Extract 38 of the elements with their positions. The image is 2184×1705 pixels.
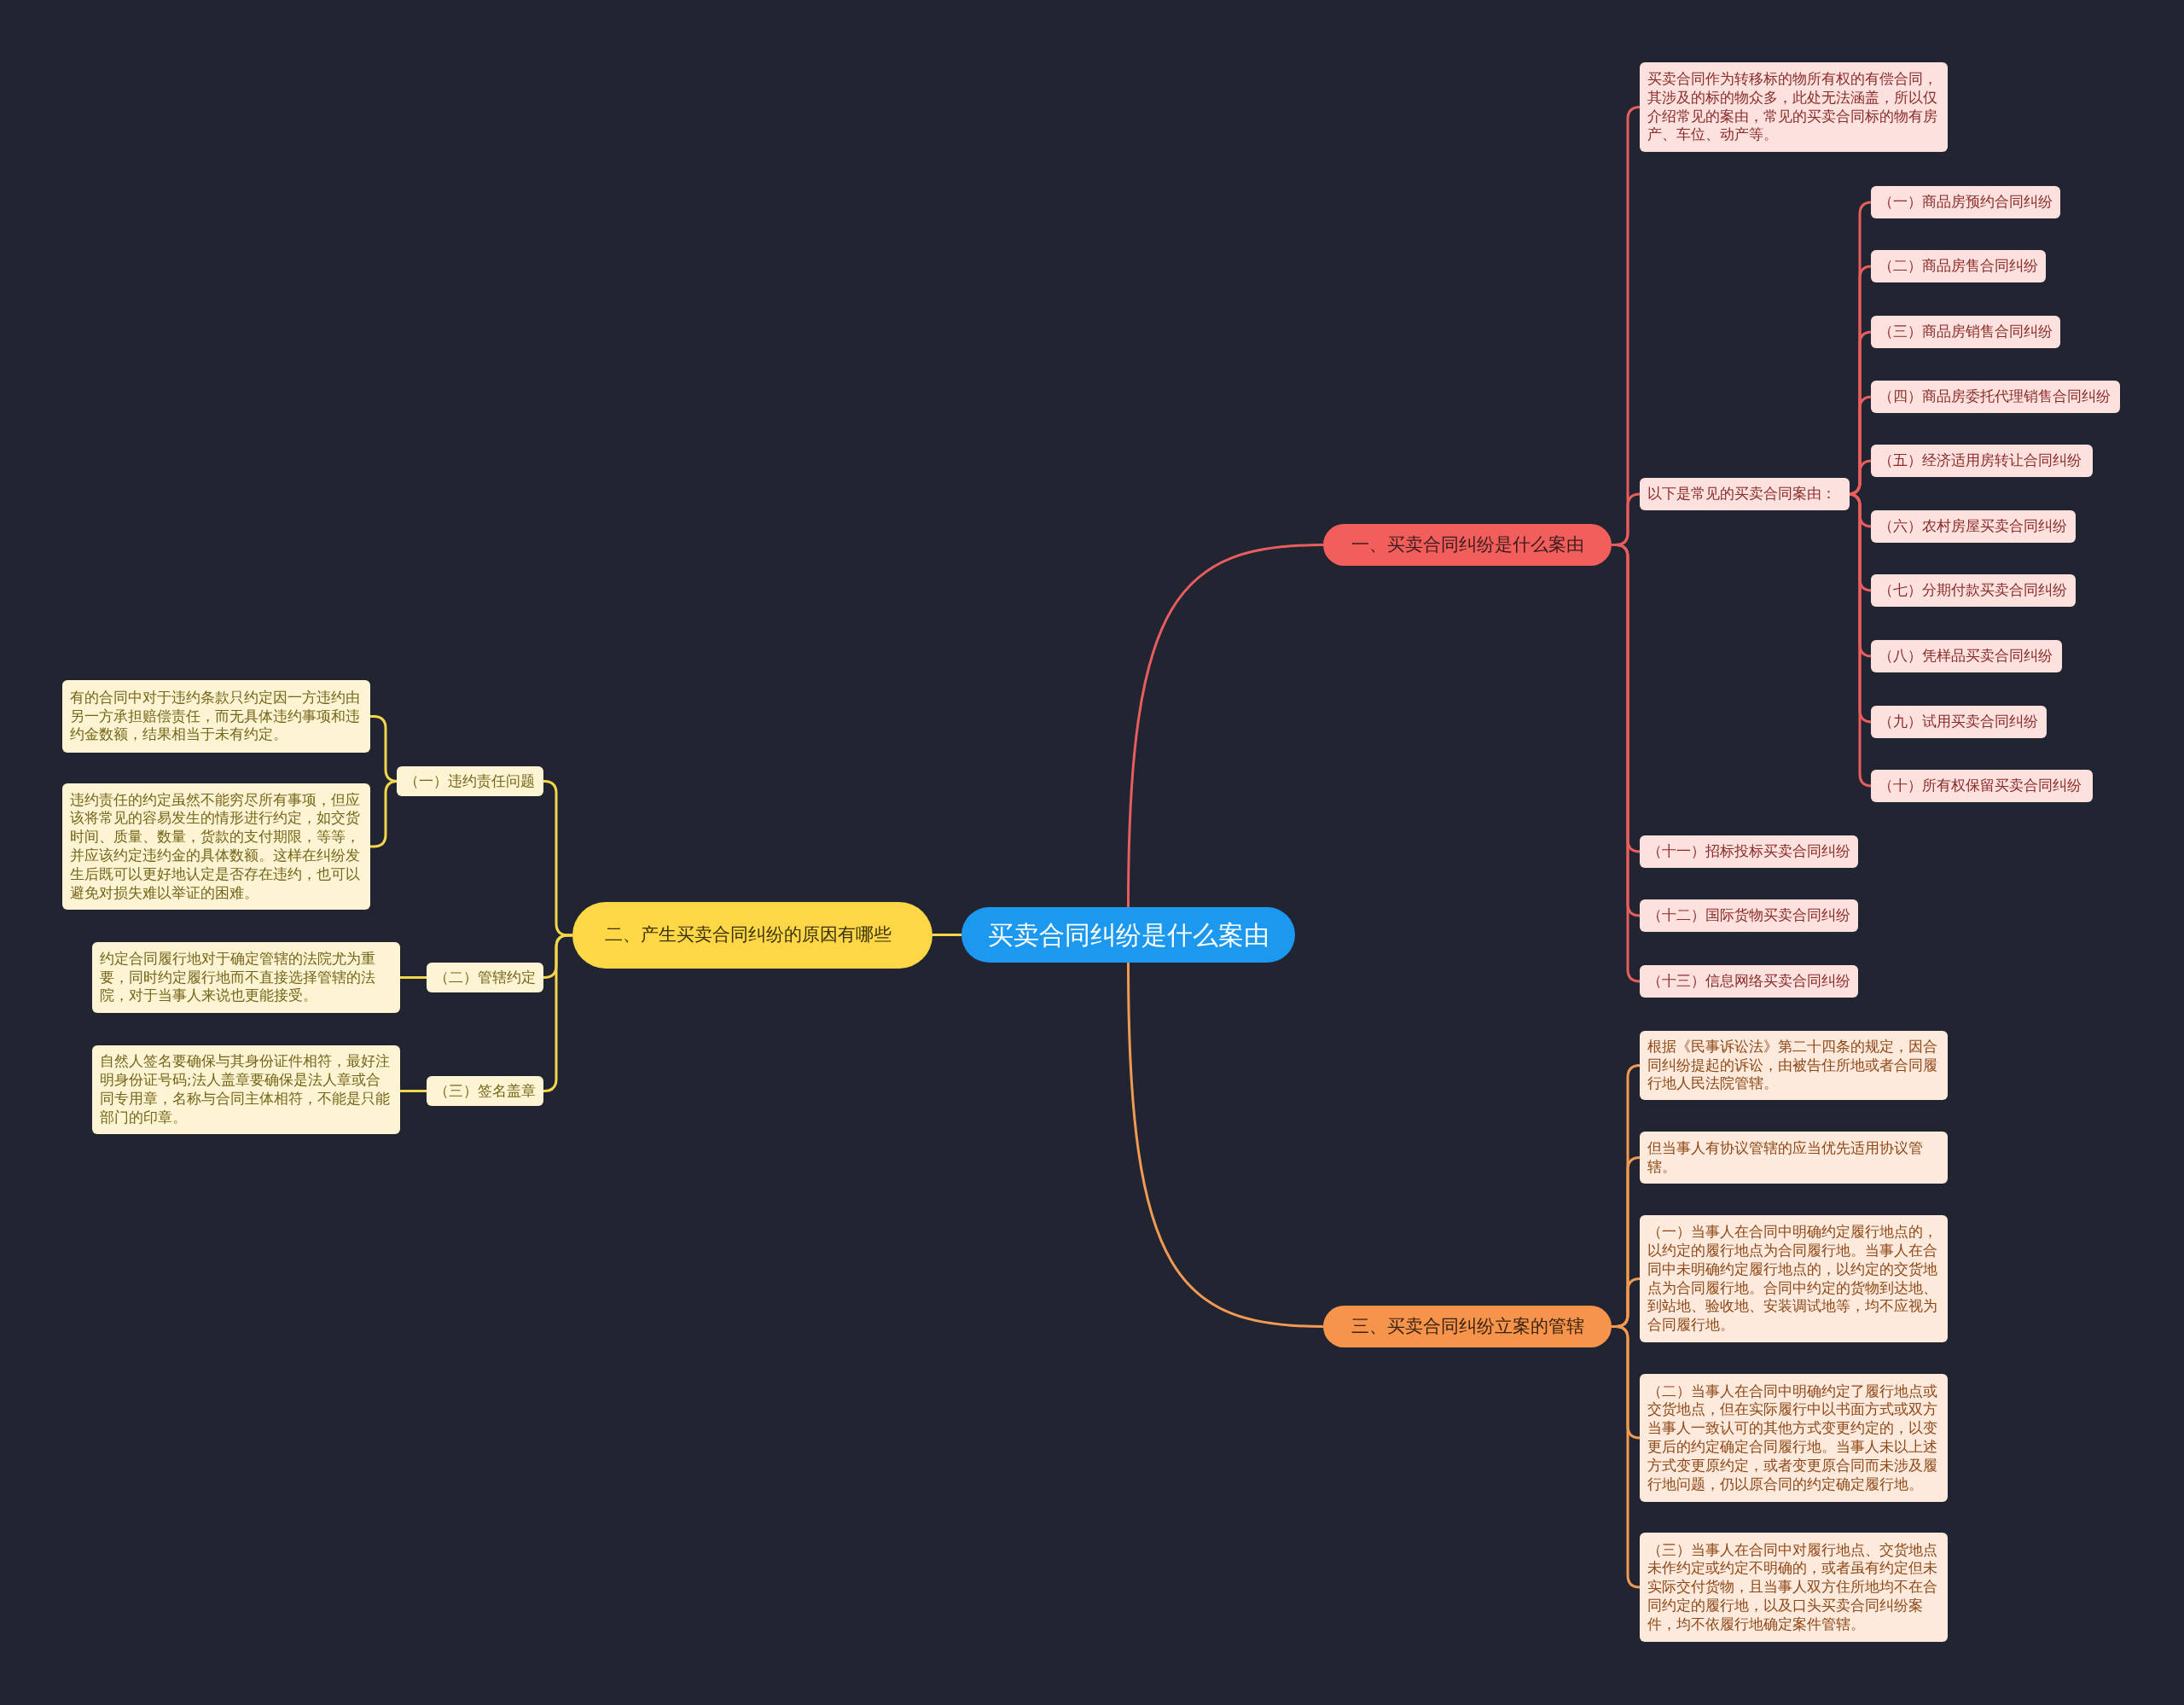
topic-box: （六）农村房屋买卖合同纠纷	[1871, 510, 2076, 543]
topic-box: （八）凭样品买卖合同纠纷	[1871, 640, 2062, 672]
connector-line	[543, 934, 572, 1092]
topic-box: （一）商品房预约合同纠纷	[1871, 186, 2060, 218]
topic-box: （十）所有权保留买卖合同纠纷	[1871, 770, 2093, 802]
topic-box: （十二）国际货物买卖合同纠纷	[1640, 899, 1858, 932]
topic-box: 违约责任的约定虽然不能穷尽所有事项，但应该将常见的容易发生的情形进行约定，如交货时间、质量、数量，货款的支付期限，等等，并应该约定违约金的具体数额。这样在纠纷发生后既可以更好地认定是否存在违约，也可以避免对损失难以举证的困难。	[62, 783, 370, 910]
connector-line	[932, 934, 961, 936]
topic-box: （十三）信息网络买卖合同纠纷	[1640, 965, 1858, 998]
topic-box: （一）当事人在合同中明确约定履行地点的，以约定的履行地点为合同履行地。当事人在合同中未明确约定履行地点的，以约定的交货地点为合同履行地。合同中约定的货物到达地、到站地、验收地、安装调试地等，均不应视为合同履行地。	[1640, 1215, 1948, 1342]
branch-topic: 三、买卖合同纠纷立案的管辖	[1323, 1306, 1612, 1347]
topic-box: （一）违约责任问题	[397, 766, 543, 796]
topic-box: 有的合同中对于违约条款只约定因一方违约由另一方承担赔偿责任，而无具体违约事项和违约金数额，结果相当于未有约定。	[62, 680, 370, 753]
topic-box: （三）商品房销售合同纠纷	[1871, 316, 2060, 348]
topic-box: （四）商品房委托代理销售合同纠纷	[1871, 381, 2120, 413]
branch-topic: 二、产生买卖合同纠纷的原因有哪些	[572, 902, 932, 969]
topic-box: （五）经济适用房转让合同纠纷	[1871, 445, 2093, 477]
topic-box: （九）试用买卖合同纠纷	[1871, 706, 2047, 738]
topic-box: 约定合同履行地对于确定管辖的法院尤为重要，同时约定履行地而不直接选择管辖的法院，对于当事人来说也更能接受。	[92, 942, 400, 1013]
topic-box: 根据《民事诉讼法》第二十四条的规定，因合同纠纷提起的诉讼，由被告住所地或者合同履行地人民法院管辖。	[1640, 1031, 1948, 1100]
topic-box: （二）商品房售合同纠纷	[1871, 250, 2046, 282]
connector-line	[400, 1090, 427, 1092]
connector-line	[1127, 544, 1324, 908]
central-topic: 买卖合同纠纷是什么案由	[961, 907, 1295, 963]
topic-box: 但当事人有协议管辖的应当优先适用协议管辖。	[1640, 1132, 1948, 1184]
connector-line	[400, 976, 427, 979]
topic-box: （二）当事人在合同中明确约定了履行地点或交货地点，但在实际履行中以书面方式或双方当事人一致认可的其他方式变更约定的，以变更后的约定确定合同履行地。当事人未以上述方式变更原约定，或者变更原合同而未涉及履行地问题，仍以原合同的约定确定履行地。	[1640, 1374, 1948, 1502]
topic-box: 以下是常见的买卖合同案由：	[1640, 478, 1850, 510]
topic-box: （七）分期付款买卖合同纠纷	[1871, 574, 2076, 607]
topic-box: （二）管辖约定	[427, 963, 543, 992]
topic-box: 买卖合同作为转移标的物所有权的有偿合同，其涉及的标的物众多，此处无法涵盖，所以仅介绍常见的案由，常见的买卖合同标的物有房产、车位、动产等。	[1640, 62, 1948, 152]
topic-box: 自然人签名要确保与其身份证件相符，最好注明身份证号码;法人盖章要确保是法人章或合同专用章，名称与合同主体相符，不能是只能部门的印章。	[92, 1045, 400, 1134]
connector-line	[1612, 1325, 1641, 1589]
topic-box: （三）当事人在合同中对履行地点、交货地点未作约定或约定不明确的，或者虽有约定但未实际交付货物，且当事人双方住所地均不在合同约定的履行地，以及口头买卖合同纠纷案件，均不依履行地确定案件管辖。	[1640, 1533, 1948, 1642]
branch-topic: 一、买卖合同纠纷是什么案由	[1323, 524, 1612, 566]
topic-box: （三）签名盖章	[427, 1076, 543, 1106]
topic-box: （十一）招标投标买卖合同纠纷	[1640, 835, 1858, 868]
connector-line	[1127, 962, 1324, 1328]
